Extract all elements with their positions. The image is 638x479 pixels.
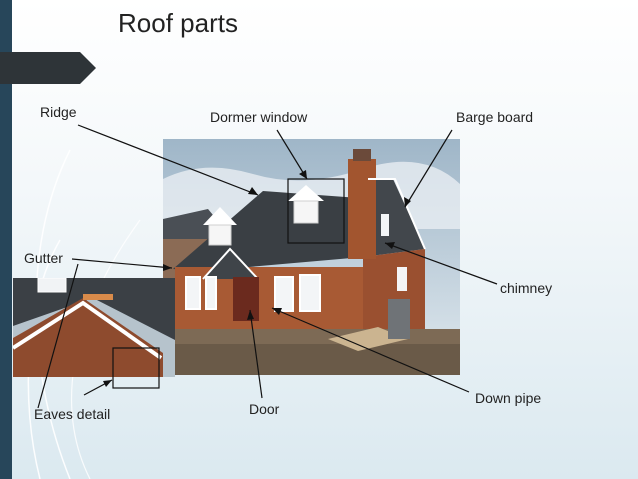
- eaves-detail-photo: [13, 278, 175, 377]
- chimney-pointer: [384, 242, 498, 285]
- gutter-pointer: [71, 258, 173, 269]
- label-ridge: Ridge: [40, 104, 77, 120]
- slide-title: Roof parts: [118, 8, 238, 38]
- label-barge-board: Barge board: [456, 109, 534, 125]
- label-dormer-window: Dormer window: [210, 109, 308, 125]
- label-eaves-detail: Eaves detail: [34, 406, 111, 422]
- door-pointer: [249, 309, 263, 399]
- label-door: Door: [249, 401, 280, 417]
- dormer-pointer: [276, 129, 308, 180]
- label-down-pipe: Down pipe: [475, 390, 542, 406]
- label-chimney: chimney: [500, 280, 553, 296]
- dormer-highlight-box: [287, 178, 345, 244]
- title-accent-tab: [0, 52, 96, 84]
- eaves-pointer: [37, 263, 79, 409]
- eaves-highlight-box: [112, 347, 160, 389]
- label-gutter: Gutter: [24, 250, 63, 266]
- barge-board-pointer: [404, 129, 453, 208]
- left-sidebar-bar: [0, 0, 12, 479]
- down-pipe-pointer: [271, 307, 470, 393]
- ridge-pointer: [77, 124, 259, 196]
